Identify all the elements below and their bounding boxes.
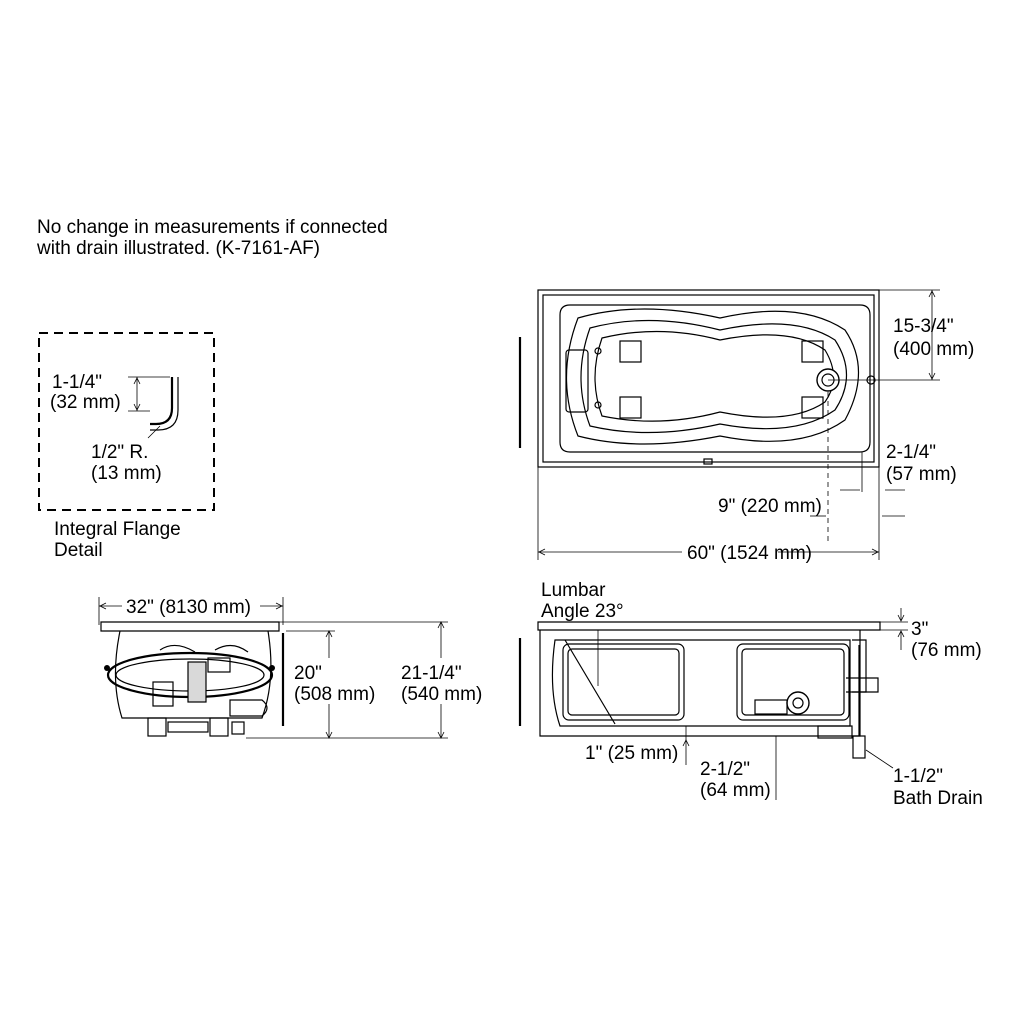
- plan-drain-offset: 9" (220 mm): [718, 496, 822, 517]
- plan-rim-inner: [559, 304, 871, 453]
- side-rim-metric: (76 mm): [911, 640, 982, 661]
- flange-detail: 1-1/4" (32 mm) 1/2" R. (13 mm): [38, 332, 215, 511]
- flange-caption-line-1: Integral Flange: [54, 519, 181, 540]
- side-view-rim: [537, 621, 881, 631]
- note-line-2: with drain illustrated. (K-7161-AF): [36, 238, 320, 259]
- plan-lumbar-pad: [565, 349, 589, 413]
- end-view: [98, 597, 448, 739]
- flange-profile: [150, 377, 174, 426]
- side-view: [518, 608, 908, 800]
- side-drain-fitting: [786, 691, 810, 715]
- plan-jet-3: [801, 340, 824, 363]
- end-apron-imperial: 20": [294, 663, 322, 684]
- plan-jet-1: [619, 340, 642, 363]
- flange-detail-border: [38, 332, 215, 511]
- end-view-rim: [100, 621, 280, 632]
- plan-depth-metric: (400 mm): [893, 339, 974, 360]
- side-rim-imperial: 3": [911, 619, 928, 640]
- note-line-1: No change in measurements if connected: [37, 217, 388, 238]
- plan-rim-imperial: 2-1/4": [886, 442, 936, 463]
- end-view-shell: [114, 630, 272, 719]
- flange-height-imperial: 1-1/4": [52, 372, 102, 393]
- end-height-imperial: 21-1/4": [401, 663, 462, 684]
- end-view-motor: [187, 661, 207, 703]
- plan-rim-metric: (57 mm): [886, 464, 957, 485]
- end-apron-metric: (508 mm): [294, 684, 375, 705]
- side-overflow-pipe: [846, 677, 879, 693]
- lumbar-angle-line: [564, 639, 616, 725]
- side-drain-height-imperial: 2-1/2": [700, 759, 750, 780]
- flange-radius-imperial: 1/2" R.: [91, 442, 148, 463]
- end-view-pump: [152, 681, 174, 707]
- lumbar-label-line-2: Angle 23°: [541, 601, 624, 622]
- side-floor-gap: 1" (25 mm): [585, 743, 678, 764]
- flange-caption-line-2: Detail: [54, 540, 103, 561]
- plan-depth-imperial: 15-3/4": [893, 316, 954, 337]
- plan-view: [518, 289, 940, 560]
- side-drain-height-metric: (64 mm): [700, 780, 771, 801]
- flange-profile-outer: [150, 377, 179, 431]
- side-drain-stub: [852, 735, 866, 759]
- plan-jet-2: [619, 396, 642, 419]
- end-width: 32" (8130 mm): [126, 597, 251, 618]
- flange-height-metric: (32 mm): [50, 392, 121, 413]
- side-drain-size: 1-1/2": [893, 766, 943, 787]
- plan-jet-4: [801, 396, 824, 419]
- side-drain-label: Bath Drain: [893, 788, 983, 809]
- lumbar-label-line-1: Lumbar: [541, 580, 606, 601]
- flange-radius-metric: (13 mm): [91, 463, 162, 484]
- side-view-window-2: [736, 643, 850, 721]
- end-view-outlet: [229, 699, 268, 717]
- side-view-window-1: [562, 643, 685, 721]
- plan-tub-outline: [537, 289, 880, 468]
- plan-overall-length: 60" (1524 mm): [687, 543, 812, 564]
- end-height-metric: (540 mm): [401, 684, 482, 705]
- plan-basin: [565, 308, 859, 445]
